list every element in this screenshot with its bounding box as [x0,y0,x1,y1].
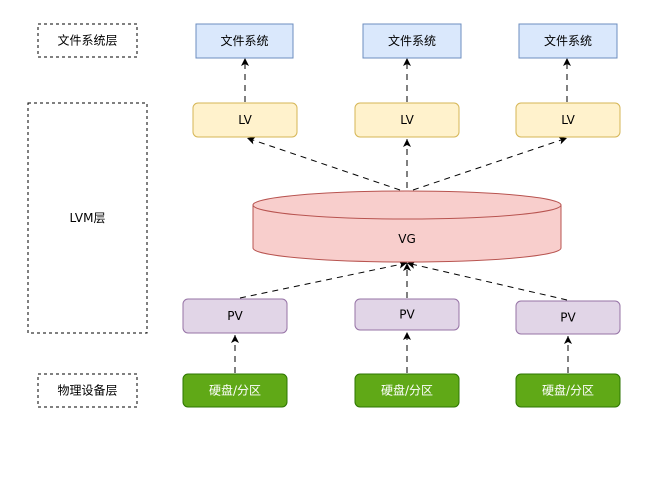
pv-node-1: PV [182,298,288,334]
disk-node-3: 硬盘/分区 [515,373,621,408]
arrow-pv3-vg [406,260,568,301]
lvm-layer-label: LVM层 [27,102,148,334]
disk-node-2: 硬盘/分区 [354,373,460,408]
vg-node: VG [252,190,562,263]
disk-text-2: 硬盘/分区 [381,383,433,398]
arrow-vg-lv1 [246,136,401,191]
pv-box-1 [182,298,288,334]
pv-box-2 [354,298,460,331]
pv-text-3: PV [560,311,576,325]
pv-text-1: PV [227,309,243,323]
lv-box-2 [354,102,460,138]
fs-box-2 [362,23,462,59]
pv-node-2: PV [354,298,460,331]
fs-text-1: 文件系统 [220,33,268,48]
fs-node-1: 文件系统 [195,23,294,59]
disk-text-3: 硬盘/分区 [542,383,594,398]
lvm-layer-text: LVM层 [70,211,106,225]
fs-node-3: 文件系统 [518,23,618,59]
arrows [231,58,572,373]
lv-text-3: LV [561,113,575,127]
pv-text-2: PV [399,308,415,322]
arrow-pv1-vg [239,260,408,299]
lv-node-2: LV [354,102,460,138]
lv-node-1: LV [192,102,298,138]
vg-top [252,190,562,220]
fs-layer-text: 文件系统层 [57,33,117,48]
vg-body [252,204,562,263]
device-layer-label: 物理设备层 [37,373,138,408]
vg-text: VG [398,232,416,246]
fs-layer-label: 文件系统层 [37,23,138,58]
lv-text-2: LV [400,113,414,127]
disk-node-1: 硬盘/分区 [182,373,288,408]
fs-text-3: 文件系统 [544,33,592,48]
disk-text-1: 硬盘/分区 [209,383,261,398]
disk-box-1 [182,373,288,408]
fs-box-1 [195,23,294,59]
fs-box-3 [518,23,618,59]
lv-box-1 [192,102,298,138]
fs-text-2: 文件系统 [388,33,436,48]
device-layer-text: 物理设备层 [57,384,117,398]
pv-node-3: PV [515,300,621,335]
fs-node-2: 文件系统 [362,23,462,59]
arrow-vg-lv3 [412,136,568,191]
lv-box-3 [515,102,621,138]
lv-node-3: LV [515,102,621,138]
disk-box-2 [354,373,460,408]
lv-text-1: LV [238,113,252,127]
pv-box-3 [515,300,621,335]
disk-box-3 [515,373,621,408]
